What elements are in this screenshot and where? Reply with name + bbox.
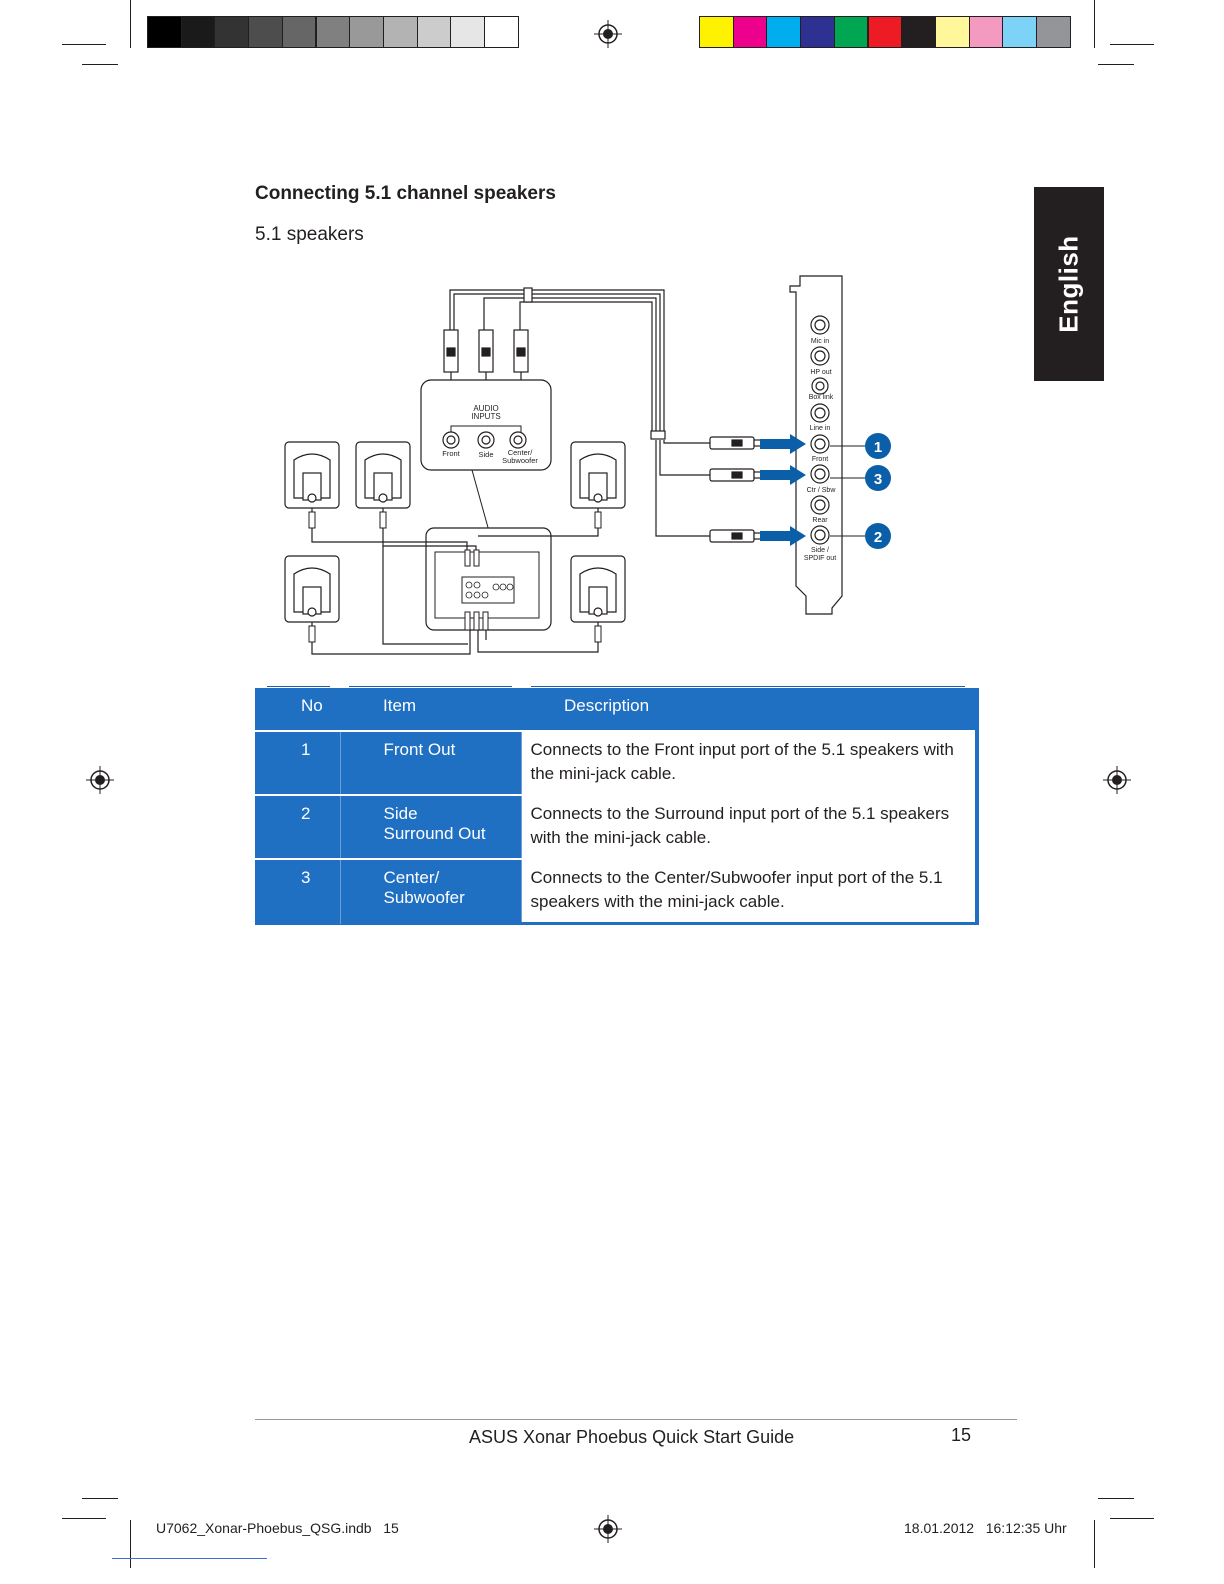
table-row: 2 Side Surround Out Connects to the Surr… bbox=[255, 794, 979, 859]
row-item: Front Out bbox=[340, 730, 522, 795]
color-swatch bbox=[214, 16, 250, 48]
port-label-front: Front bbox=[812, 456, 828, 463]
color-swatch bbox=[732, 16, 768, 48]
color-swatch bbox=[968, 16, 1004, 48]
satellite-speakers bbox=[284, 441, 626, 623]
input-label-center-subwoofer: Center/Subwoofer bbox=[502, 448, 538, 465]
page-title: Connecting 5.1 channel speakers bbox=[255, 183, 556, 204]
port-label-ctr-sbw: Ctr / Sbw bbox=[807, 487, 837, 494]
table-rule bbox=[531, 686, 965, 687]
bottom-left-rule bbox=[112, 1558, 267, 1559]
registration-mark-icon bbox=[86, 766, 114, 794]
arrow-ctr-sbw-icon bbox=[760, 465, 806, 485]
header-item: Item bbox=[383, 696, 417, 715]
date-slug: 18.01.2012 16:12:35 Uhr bbox=[904, 1520, 1067, 1536]
language-tab: English bbox=[1034, 187, 1104, 381]
callout-label-1: 1 bbox=[874, 439, 882, 456]
callout-label-2: 2 bbox=[874, 529, 882, 546]
color-swatch bbox=[1036, 16, 1071, 48]
port-label-mic-in: Mic in bbox=[811, 338, 829, 345]
port-label-line-in: Line in bbox=[810, 425, 831, 432]
connection-arrows bbox=[760, 434, 806, 546]
color-swatch bbox=[484, 16, 519, 48]
color-swatch bbox=[382, 16, 418, 48]
color-swatch bbox=[800, 16, 835, 48]
row-no: 1 bbox=[255, 730, 341, 795]
color-swatch bbox=[416, 16, 452, 48]
row-no: 3 bbox=[255, 858, 341, 924]
callout-label-3: 3 bbox=[874, 471, 882, 488]
color-swatch bbox=[315, 16, 351, 48]
color-swatch bbox=[450, 16, 485, 48]
color-swatch bbox=[281, 16, 317, 48]
registration-mark-icon bbox=[594, 20, 622, 48]
color-swatch bbox=[699, 16, 734, 48]
section-subtitle: 5.1 speakers bbox=[255, 224, 364, 245]
arrow-front-icon bbox=[760, 434, 806, 454]
color-swatch bbox=[349, 16, 384, 48]
footer-title: ASUS Xonar Phoebus Quick Start Guide bbox=[469, 1427, 795, 1447]
file-slug: U7062_Xonar-Phoebus_QSG.indb 15 bbox=[156, 1520, 399, 1536]
footer-rule bbox=[255, 1419, 1017, 1420]
connection-table: No Item Description 1 Front Out Connects… bbox=[255, 688, 979, 925]
row-description: Connects to the Center/Subwoofer input p… bbox=[521, 858, 979, 925]
input-plugs bbox=[443, 329, 529, 392]
color-swatch bbox=[766, 16, 802, 48]
color-swatch bbox=[1002, 16, 1037, 48]
table-row: 1 Front Out Connects to the Front input … bbox=[255, 730, 979, 795]
callout-markers bbox=[865, 433, 891, 549]
input-label-front: Front bbox=[442, 449, 460, 458]
color-swatch bbox=[147, 16, 182, 48]
port-label-hp-out: HP out bbox=[810, 369, 831, 376]
color-swatch bbox=[901, 16, 936, 48]
port-label-side-spdif-out: Side /SPDIF out bbox=[804, 547, 836, 562]
callout-3-icon bbox=[865, 465, 891, 491]
color-swatch bbox=[934, 16, 970, 48]
row-description: Connects to the Front input port of the … bbox=[521, 730, 979, 795]
table-rule bbox=[267, 686, 330, 687]
language-tab-label: English bbox=[1053, 235, 1084, 333]
arrow-side-icon bbox=[760, 526, 806, 546]
callout-2-icon bbox=[865, 523, 891, 549]
registration-mark-icon bbox=[594, 1515, 622, 1543]
color-swatch bbox=[833, 16, 869, 48]
color-swatch bbox=[248, 16, 283, 48]
table-row: 3 Center/ Subwoofer Connects to the Cent… bbox=[255, 858, 979, 925]
header-no: No bbox=[301, 696, 323, 715]
callout-1-icon bbox=[865, 433, 891, 459]
row-item: Center/ Subwoofer bbox=[340, 858, 522, 924]
header-description: Description bbox=[564, 696, 650, 715]
color-swatch bbox=[867, 16, 903, 48]
row-item: Side Surround Out bbox=[340, 794, 522, 859]
input-label-side: Side bbox=[478, 450, 493, 459]
page-number: 15 bbox=[951, 1425, 972, 1445]
row-description: Connects to the Surround input port of t… bbox=[521, 794, 979, 859]
table-header-row: No Item Description bbox=[255, 688, 977, 731]
row-no: 2 bbox=[255, 794, 341, 859]
registration-mark-icon bbox=[1103, 766, 1131, 794]
color-swatch bbox=[180, 16, 216, 48]
port-label-box-link: Box link bbox=[809, 394, 834, 401]
mini-jack-plugs bbox=[709, 436, 785, 543]
port-label-rear: Rear bbox=[812, 517, 828, 524]
table-rule bbox=[349, 686, 512, 687]
